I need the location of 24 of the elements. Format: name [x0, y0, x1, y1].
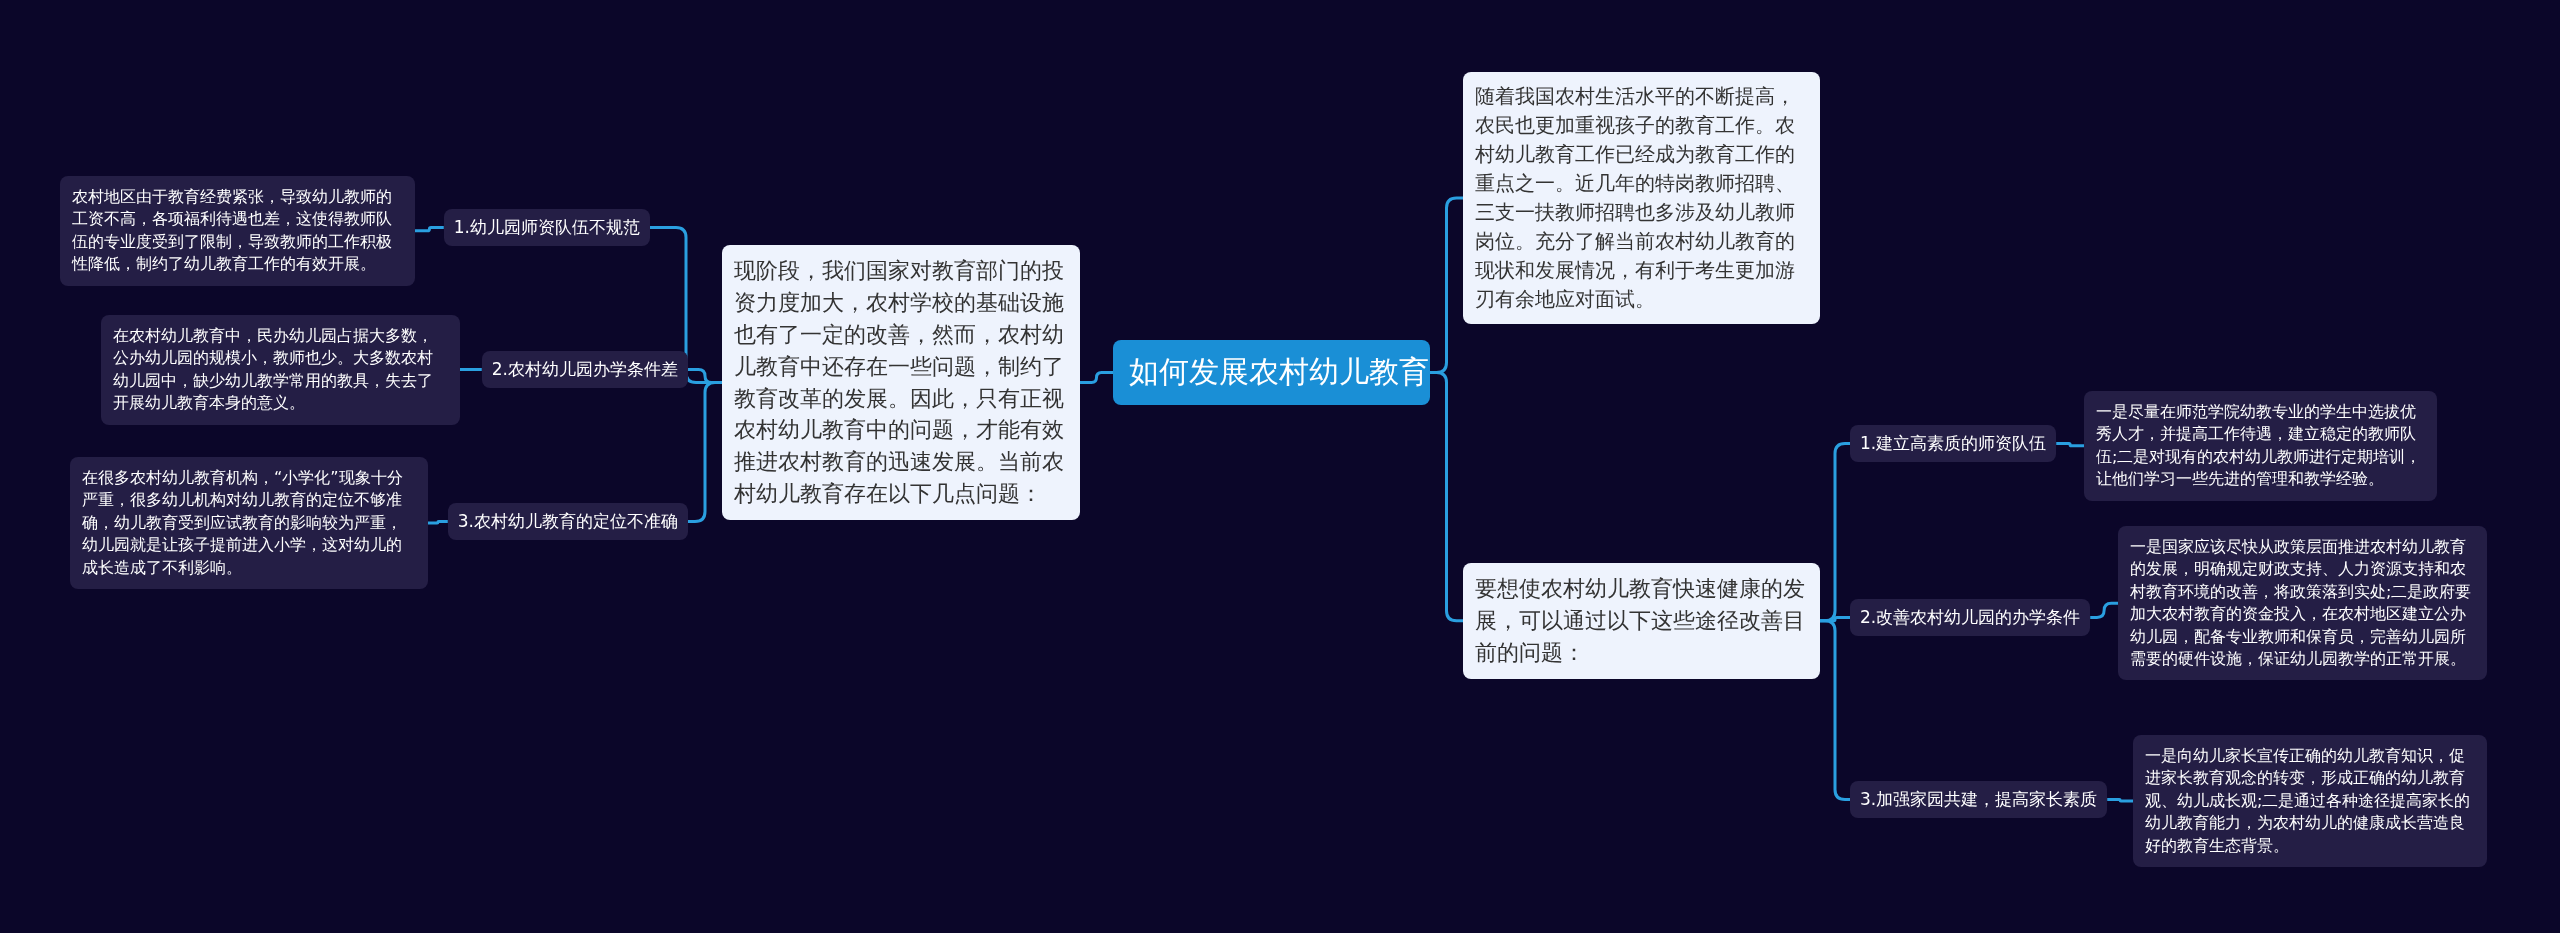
detail-note: 在很多农村幼儿教育机构，“小学化”现象十分严重，很多幼儿机构对幼儿教育的定位不够准确，幼儿教育受到应试教育的影响较为严重，幼儿园就是让孩子提前进入小学，这对幼儿的成长造成了不利影响。: [70, 457, 428, 589]
topic-card: 现阶段，我们国家对教育部门的投资力度加大，农村学校的基础设施也有了一定的改善，然而，农村幼儿教育中还存在一些问题，制约了教育改革的发展。因此，只有正视农村幼儿教育中的问题，才能有效推进农村教育的迅速发展。当前农村幼儿教育存在以下几点问题：: [722, 245, 1080, 521]
detail-note: 在农村幼儿教育中，民办幼儿园占据大多数，公办幼儿园的规模小，教师也少。大多数农村幼儿园中，缺少幼儿教学常用的教具，失去了开展幼儿教育本身的意义。: [101, 315, 460, 425]
connector-line: [2090, 601, 2118, 619]
detail-note: 一是向幼儿家长宣传正确的幼儿教育知识，促进家长教育观念的转变，形成正确的幼儿教育观、幼儿成长观;二是通过各种途径提高家长的幼儿教育能力，为农村幼儿的健康成长营造良好的教育生态背景。: [2133, 735, 2487, 867]
subtopic-label: 3.加强家园共建，提高家长素质: [1850, 781, 2108, 818]
connector-line: [2056, 442, 2084, 448]
detail-note: 农村地区由于教育经费紧张，导致幼儿教师的工资不高，各项福利待遇也差，这使得教师队伍的专业度受到了限制，导致教师的工作积极性降低，制约了幼儿教育工作的有效开展。: [60, 176, 415, 286]
connector-line: [428, 520, 448, 525]
detail-note: 一是国家应该尽快从政策层面推进农村幼儿教育的发展，明确规定财政支持、人力资源支持和农村教育环境的改善，将政策落到实处;二是政府要加大农村教育的资金投入，在农村地区建立公办幼儿园，配备专业教师和保育员，完善幼儿园所需要的硬件设施，保证幼儿园教学的正常开展。: [2118, 526, 2487, 681]
subtopic-label: 1.幼儿园师资队伍不规范: [443, 209, 650, 246]
topic-card: 随着我国农村生活水平的不断提高，农民也更加重视孩子的教育工作。农村幼儿教育工作已经成为教育工作的重点之一。近几年的特岗教师招聘、三支一扶教师招聘也多涉及幼儿教师岗位。充分了解当前农村幼儿教育的现状和发展情况，有利于考生更加游刃有余地应对面试。: [1463, 72, 1820, 324]
topic-card: 要想使农村幼儿教育快速健康的发展，可以通过以下这些途径改善目前的问题：: [1463, 563, 1820, 679]
connector-line: [415, 226, 444, 233]
connector-line: [1080, 371, 1113, 385]
central-topic: 如何发展农村幼儿教育: [1113, 340, 1430, 405]
connector-line: [2107, 798, 2133, 803]
subtopic-label: 3.农村幼儿教育的定位不准确: [447, 503, 688, 540]
subtopic-label: 1.建立高素质的师资队伍: [1850, 425, 2057, 462]
subtopic-label: 2.改善农村幼儿园的办学条件: [1850, 599, 2091, 636]
detail-note: 一是尽量在师范学院幼教专业的学生中选拔优秀人才，并提高工作待遇，建立稳定的教师队伍;二是对现有的农村幼儿教师进行定期培训，让他们学习一些先进的管理和教学经验。: [2084, 391, 2437, 501]
connector-line: [460, 368, 482, 371]
connector-line: [1430, 371, 1463, 623]
subtopic-label: 2.农村幼儿园办学条件差: [481, 351, 688, 388]
